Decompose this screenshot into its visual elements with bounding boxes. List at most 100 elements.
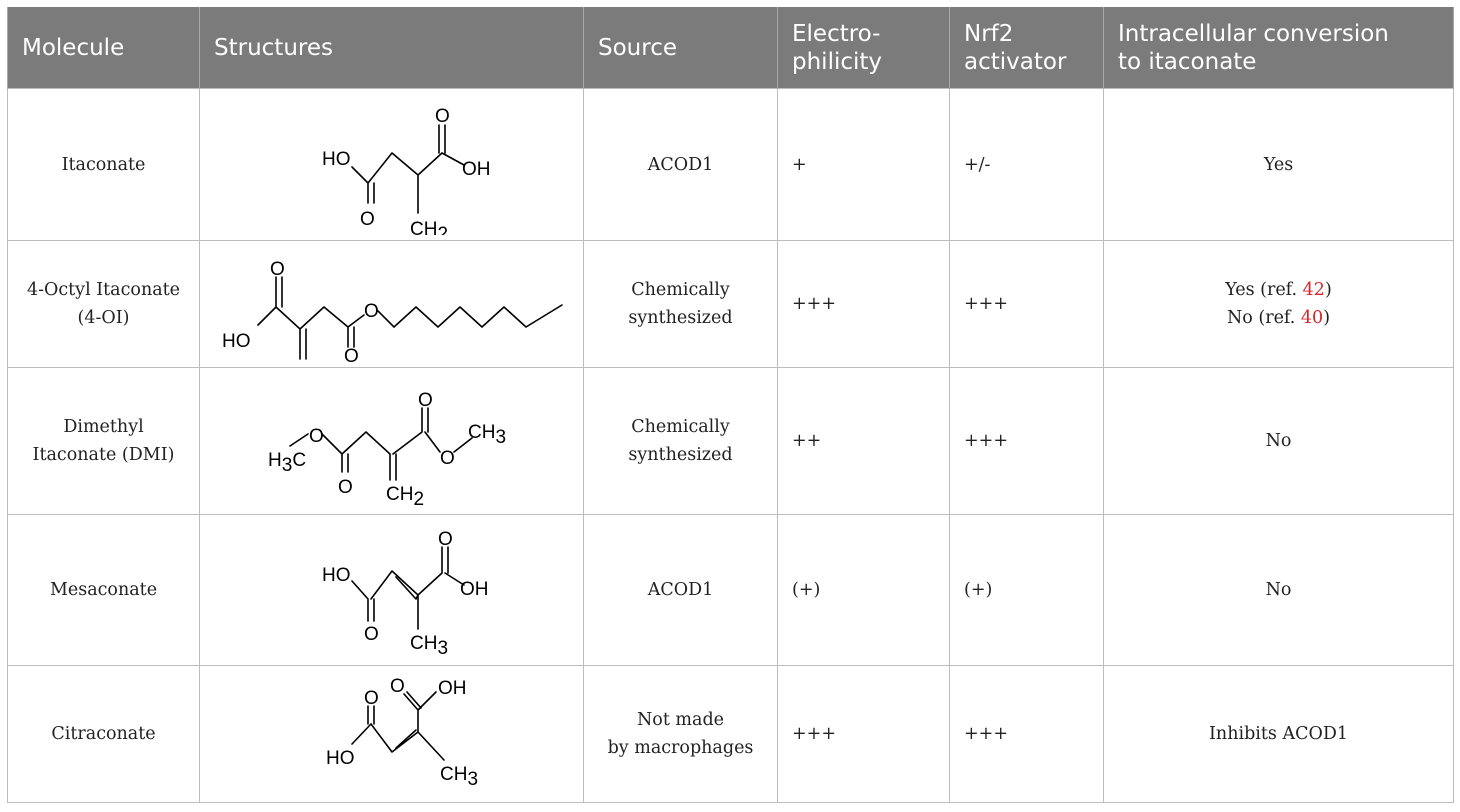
dimethyl-itaconate-structure: H3C O O O O CH3 CH2 xyxy=(268,390,506,510)
header-conversion-line: to itaconate xyxy=(1118,48,1257,75)
reference-link[interactable]: 40 xyxy=(1300,308,1324,328)
molecule-name: Mesaconate xyxy=(49,580,158,600)
source-cell: Chemically synthesized xyxy=(583,240,778,368)
source-cell: Chemically synthesized xyxy=(583,367,778,515)
citraconate-structure: HO O O OH CH3 xyxy=(326,676,478,790)
source-text: Chemically xyxy=(631,417,730,437)
header-nrf2-line: Nrf2 xyxy=(964,20,1014,47)
nrf2-cell: +/- xyxy=(949,88,1104,241)
source-text: Chemically xyxy=(631,280,730,300)
atom-label: OH xyxy=(462,159,491,180)
conversion-text: No (ref. xyxy=(1226,308,1301,328)
conversion-cell: No xyxy=(1103,514,1454,666)
atom-label: O xyxy=(435,106,450,127)
molecule-cell: Citraconate xyxy=(7,665,200,803)
source-cell: ACOD1 xyxy=(583,514,778,666)
molecule-cell: Dimethyl Itaconate (DMI) xyxy=(7,367,200,515)
atom-label: O xyxy=(364,301,379,322)
header-structures: Structures xyxy=(199,7,584,89)
header-conversion-line: Intracellular conversion xyxy=(1118,20,1389,47)
mesaconate-structure: HO O O OH CH3 xyxy=(322,529,489,655)
molecule-name: 4-Octyl Itaconate xyxy=(26,280,181,300)
atom-label: CH xyxy=(410,219,437,235)
molecule-cell: Itaconate xyxy=(7,88,200,241)
atom-label: O xyxy=(390,676,405,697)
itaconate-derivatives-table: Molecule Structures Source Electro- phil… xyxy=(7,7,1454,803)
header-row: Molecule Structures Source Electro- phil… xyxy=(7,7,1454,89)
atom-subscript: 3 xyxy=(495,427,506,448)
atom-label: H xyxy=(268,450,282,471)
atom-label: CH3 xyxy=(468,422,506,448)
conversion-text: No xyxy=(1265,431,1292,451)
atom-label: HO xyxy=(322,149,351,170)
conversion-text: Yes (ref. xyxy=(1225,280,1303,300)
source-text: by macrophages xyxy=(607,738,754,758)
structure-cell: HO O O OH CH3 xyxy=(199,665,584,803)
atom-label: O xyxy=(418,390,433,411)
atom-subscript: 3 xyxy=(281,455,292,476)
conversion-cell: No xyxy=(1103,367,1454,515)
atom-label: HO xyxy=(326,748,355,769)
conversion-cell: Yes (ref. 42) No (ref. 40) xyxy=(1103,240,1454,368)
header-molecule: Molecule xyxy=(7,7,200,89)
conversion-text: Inhibits ACOD1 xyxy=(1209,724,1348,744)
structure-cell: O HO O O xyxy=(199,240,584,368)
electrophilicity-cell: +++ xyxy=(777,240,950,368)
source-text: ACOD1 xyxy=(647,154,714,175)
table-row: Citraconate HO O O OH CH3 Not made by ma… xyxy=(7,665,1454,803)
nrf2-cell: +++ xyxy=(949,367,1104,515)
conversion-text: Yes xyxy=(1263,154,1294,175)
source-text: ACOD1 xyxy=(647,580,714,600)
nrf2-cell: (+) xyxy=(949,514,1104,666)
atom-label: O xyxy=(440,448,455,469)
header-electrophilicity-line: philicity xyxy=(792,48,883,75)
conversion-cell: Inhibits ACOD1 xyxy=(1103,665,1454,803)
conversion-text: ) xyxy=(1324,280,1332,300)
conversion-cell: Yes xyxy=(1103,88,1454,241)
atom-label: CH xyxy=(440,764,467,785)
molecule-name: Itaconate xyxy=(61,154,146,175)
reference-link[interactable]: 42 xyxy=(1302,280,1325,300)
molecule-name: Itaconate (DMI) xyxy=(32,445,175,465)
structure-cell: HO O O OH CH2 xyxy=(199,88,584,241)
atom-label: OH xyxy=(460,579,489,600)
atom-label: CH2 xyxy=(386,484,424,510)
molecule-name: Citraconate xyxy=(51,724,156,744)
atom-label: OH xyxy=(438,678,467,699)
atom-label: O xyxy=(338,477,353,498)
atom-label: O xyxy=(364,624,379,645)
atom-label: CH xyxy=(410,633,437,654)
nrf2-cell: +++ xyxy=(949,665,1104,803)
conversion-line: No (ref. 40) xyxy=(1118,304,1439,332)
itaconate-structure: HO O O OH CH2 xyxy=(322,106,491,235)
table-row: Dimethyl Itaconate (DMI) H3C O O O O CH3… xyxy=(7,367,1454,515)
structure-cell: HO O O OH CH3 xyxy=(199,514,584,666)
atom-label: HO xyxy=(222,331,251,352)
table-row: 4-Octyl Itaconate (4-OI) O HO O O Chemic… xyxy=(7,240,1454,368)
atom-subscript: 3 xyxy=(467,769,478,790)
structure-cell: H3C O O O O CH3 CH2 xyxy=(199,367,584,515)
molecule-cell: Mesaconate xyxy=(7,514,200,666)
atom-label: O xyxy=(364,688,379,709)
conversion-text: ) xyxy=(1323,308,1331,328)
4-octyl-itaconate-structure: O HO O O xyxy=(222,259,563,362)
molecule-cell: 4-Octyl Itaconate (4-OI) xyxy=(7,240,200,368)
atom-label: CH3 xyxy=(410,633,448,655)
molecule-name: Dimethyl xyxy=(63,417,144,437)
atom-label: O xyxy=(438,529,453,550)
atom-subscript: 3 xyxy=(437,638,448,655)
atom-subscript: 2 xyxy=(437,224,448,235)
electrophilicity-cell: ++ xyxy=(777,367,950,515)
header-nrf2-activator: Nrf2 activator xyxy=(949,7,1104,89)
header-conversion: Intracellular conversion to itaconate xyxy=(1103,7,1454,89)
atom-label: HO xyxy=(322,565,351,586)
header-electrophilicity: Electro- philicity xyxy=(777,7,950,89)
atom-label: CH xyxy=(468,422,495,443)
atom-label: C xyxy=(292,450,306,471)
nrf2-cell: +++ xyxy=(949,240,1104,368)
atom-label: CH3 xyxy=(440,764,478,790)
electrophilicity-cell: +++ xyxy=(777,665,950,803)
molecule-name: (4-OI) xyxy=(77,308,130,328)
atom-label: O xyxy=(309,426,324,447)
atom-label: O xyxy=(270,259,285,280)
